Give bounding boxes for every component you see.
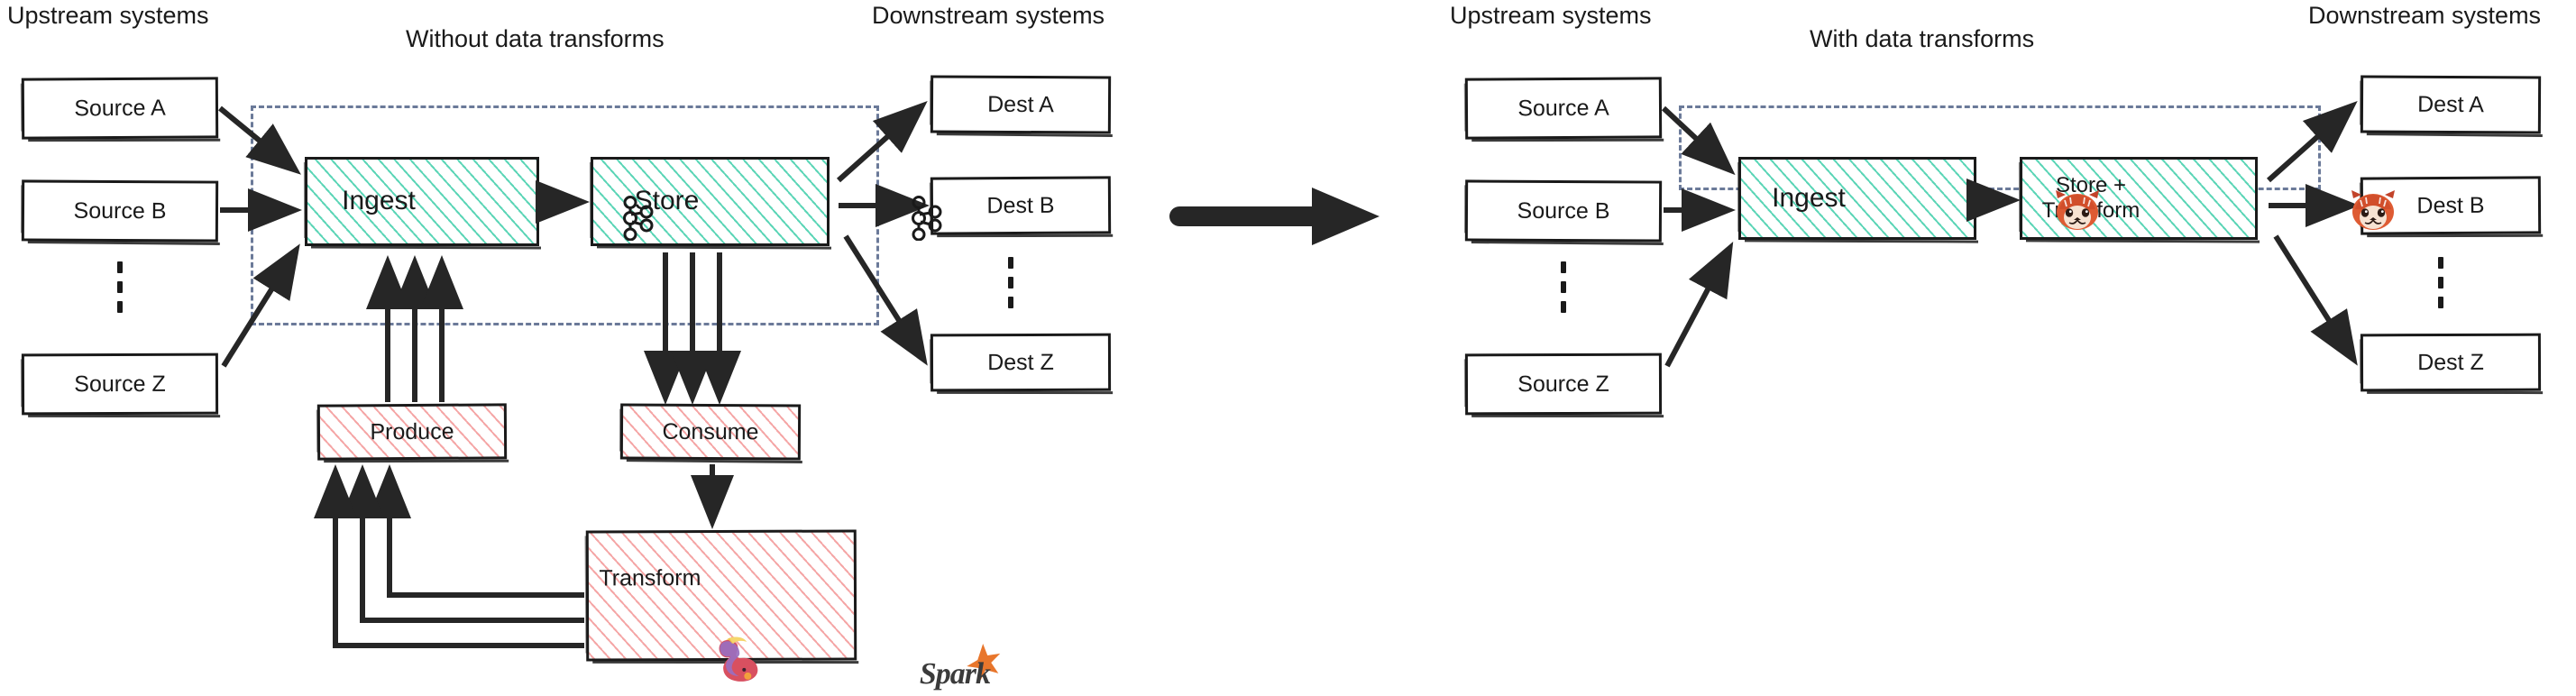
right-store-transform-box[interactable]: Store + Transform xyxy=(2020,157,2396,240)
left-produce-label: Produce xyxy=(370,418,454,444)
right-arrow-store-transform-to-dest-a xyxy=(2267,101,2358,183)
redpanda-icon xyxy=(2055,190,2099,230)
right-source-ellipsis xyxy=(1561,261,1566,313)
left-dest-a-label: Dest A xyxy=(987,91,1054,117)
spark-wordmark: Spark xyxy=(919,656,990,691)
left-upstream-systems-label: Upstream systems xyxy=(7,2,209,29)
right-dest-a-box[interactable]: Dest A xyxy=(2360,75,2542,134)
left-downstream-systems-label: Downstream systems xyxy=(872,2,1105,29)
left-panel-heading: Without data transforms xyxy=(406,25,665,52)
right-source-b-box[interactable]: Source B xyxy=(1464,179,1663,243)
right-source-a-label: Source A xyxy=(1517,95,1609,121)
left-ingest-box[interactable]: Ingest xyxy=(305,157,654,246)
right-source-z-label: Source Z xyxy=(1517,371,1609,397)
left-arrow-store-to-dest-z xyxy=(843,234,928,366)
right-ingest-box[interactable]: Ingest xyxy=(1738,157,2099,240)
left-produce-box[interactable]: Produce xyxy=(316,403,508,461)
right-dest-z-label: Dest Z xyxy=(2417,349,2484,375)
left-source-ellipsis xyxy=(117,261,123,313)
left-dest-a-box[interactable]: Dest A xyxy=(930,75,1112,134)
left-dest-z-box[interactable]: Dest Z xyxy=(930,333,1112,392)
connector-layer xyxy=(218,101,2360,648)
left-source-b-box[interactable]: Source B xyxy=(21,179,219,243)
left-source-b-label: Source B xyxy=(73,197,167,224)
kafka-icon xyxy=(912,195,942,241)
diagram-canvas: Upstream systems Without data transforms… xyxy=(0,0,2576,664)
left-dest-ellipsis xyxy=(1008,257,1013,308)
right-arrow-store-transform-to-dest-z xyxy=(2273,234,2358,366)
thick-right-arrow-icon xyxy=(1169,188,1380,245)
left-arrow-store-to-dest-a xyxy=(837,101,928,183)
left-transform-box[interactable]: Transform Spark xyxy=(585,529,1001,691)
right-dest-a-label: Dest A xyxy=(2417,91,2484,117)
left-consume-label: Consume xyxy=(662,418,759,444)
right-store-transform-line1: Store + xyxy=(2055,173,2127,198)
right-upstream-systems-label: Upstream systems xyxy=(1450,2,1652,29)
left-transform-label: Transform xyxy=(599,565,701,591)
left-ingest-label: Ingest xyxy=(342,186,416,216)
right-dest-ellipsis xyxy=(2438,257,2443,308)
left-arrows-produce-to-ingest xyxy=(366,255,463,402)
left-consume-box[interactable]: Consume xyxy=(619,403,802,461)
left-source-z-label: Source Z xyxy=(74,371,166,397)
left-arrows-store-to-consume xyxy=(644,252,741,405)
flink-icon xyxy=(720,636,758,682)
left-dest-b-box[interactable]: Dest B xyxy=(930,176,1112,235)
right-arrow-source-a-to-ingest xyxy=(1661,105,1736,176)
right-ingest-label: Ingest xyxy=(1772,182,1846,213)
left-source-a-box[interactable]: Source A xyxy=(21,77,219,140)
redpanda-icon xyxy=(2351,190,2396,230)
left-arrow-source-z-to-ingest xyxy=(221,243,300,368)
left-source-a-label: Source A xyxy=(74,95,166,121)
right-dest-b-label: Dest B xyxy=(2416,192,2485,218)
left-store-label: Store xyxy=(634,186,700,216)
right-dest-z-box[interactable]: Dest Z xyxy=(2360,333,2542,392)
right-source-b-label: Source B xyxy=(1517,197,1610,224)
left-dest-z-label: Dest Z xyxy=(987,349,1054,375)
right-source-a-box[interactable]: Source A xyxy=(1464,77,1663,140)
left-dest-b-label: Dest B xyxy=(986,192,1055,218)
spark-icon: Spark xyxy=(918,642,1004,695)
left-arrow-source-a-to-ingest xyxy=(218,105,301,175)
right-source-z-box[interactable]: Source Z xyxy=(1464,353,1663,416)
right-arrow-source-z-to-ingest xyxy=(1664,242,1734,368)
kafka-icon xyxy=(622,195,654,241)
left-arrows-transform-to-produce xyxy=(314,464,584,648)
right-downstream-systems-label: Downstream systems xyxy=(2308,2,2542,29)
right-panel-heading: With data transforms xyxy=(1810,25,2035,52)
left-source-z-box[interactable]: Source Z xyxy=(21,353,219,416)
